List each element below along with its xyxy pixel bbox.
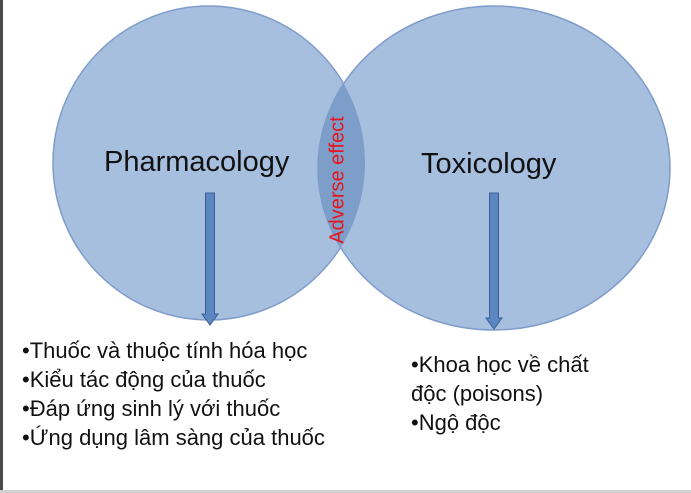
list-item: •Đáp ứng sinh lý với thuốc bbox=[22, 396, 281, 421]
list-item: độc (poisons) bbox=[411, 381, 544, 406]
toxicology-list: •Khoa học về chất độc (poisons) •Ngộ độc bbox=[411, 350, 589, 437]
pharmacology-down-arrow bbox=[201, 192, 219, 326]
toxicology-label: Toxicology bbox=[421, 148, 557, 180]
slide-left-border bbox=[0, 0, 3, 493]
pharmacology-label: Pharmacology bbox=[104, 146, 290, 178]
list-item: •Ứng dụng lâm sàng của thuốc bbox=[22, 425, 325, 450]
list-item: •Kiểu tác động của thuốc bbox=[22, 367, 266, 392]
list-item: •Thuốc và thuộc tính hóa học bbox=[22, 338, 308, 363]
pharmacology-list: •Thuốc và thuộc tính hóa học •Kiểu tác đ… bbox=[22, 336, 325, 452]
list-item: •Ngộ độc bbox=[411, 410, 501, 435]
adverse-effect-label: Adverse effect bbox=[326, 116, 349, 244]
toxicology-down-arrow bbox=[485, 192, 503, 330]
slide-bottom-border bbox=[0, 490, 691, 493]
list-item: •Khoa học về chất bbox=[411, 352, 589, 377]
